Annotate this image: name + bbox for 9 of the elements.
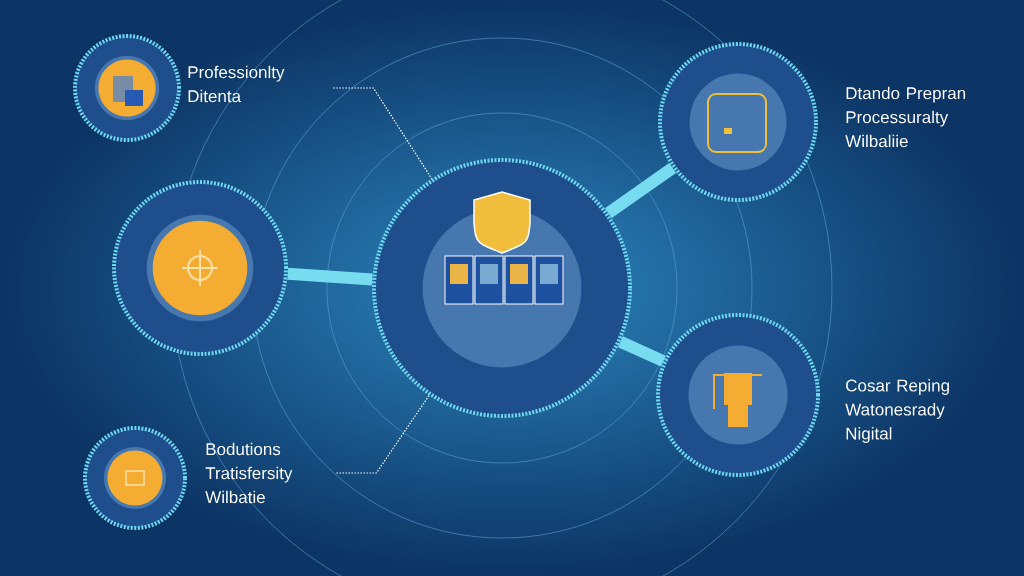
node-caption: Cosar Reping Watonesrady Nigital [845,379,949,443]
data-band [604,163,677,219]
data-band [287,267,373,286]
node-caption: Professionlty Ditenta [188,65,285,103]
dotted-connector [332,87,433,180]
node-caption: Dtando Prepran Processuralty Wilbaliie [845,86,966,148]
data-band [617,336,666,367]
node-caption: Bodutions Tratisfersity Wilbatie [205,442,293,504]
dotted-connector [335,394,430,474]
